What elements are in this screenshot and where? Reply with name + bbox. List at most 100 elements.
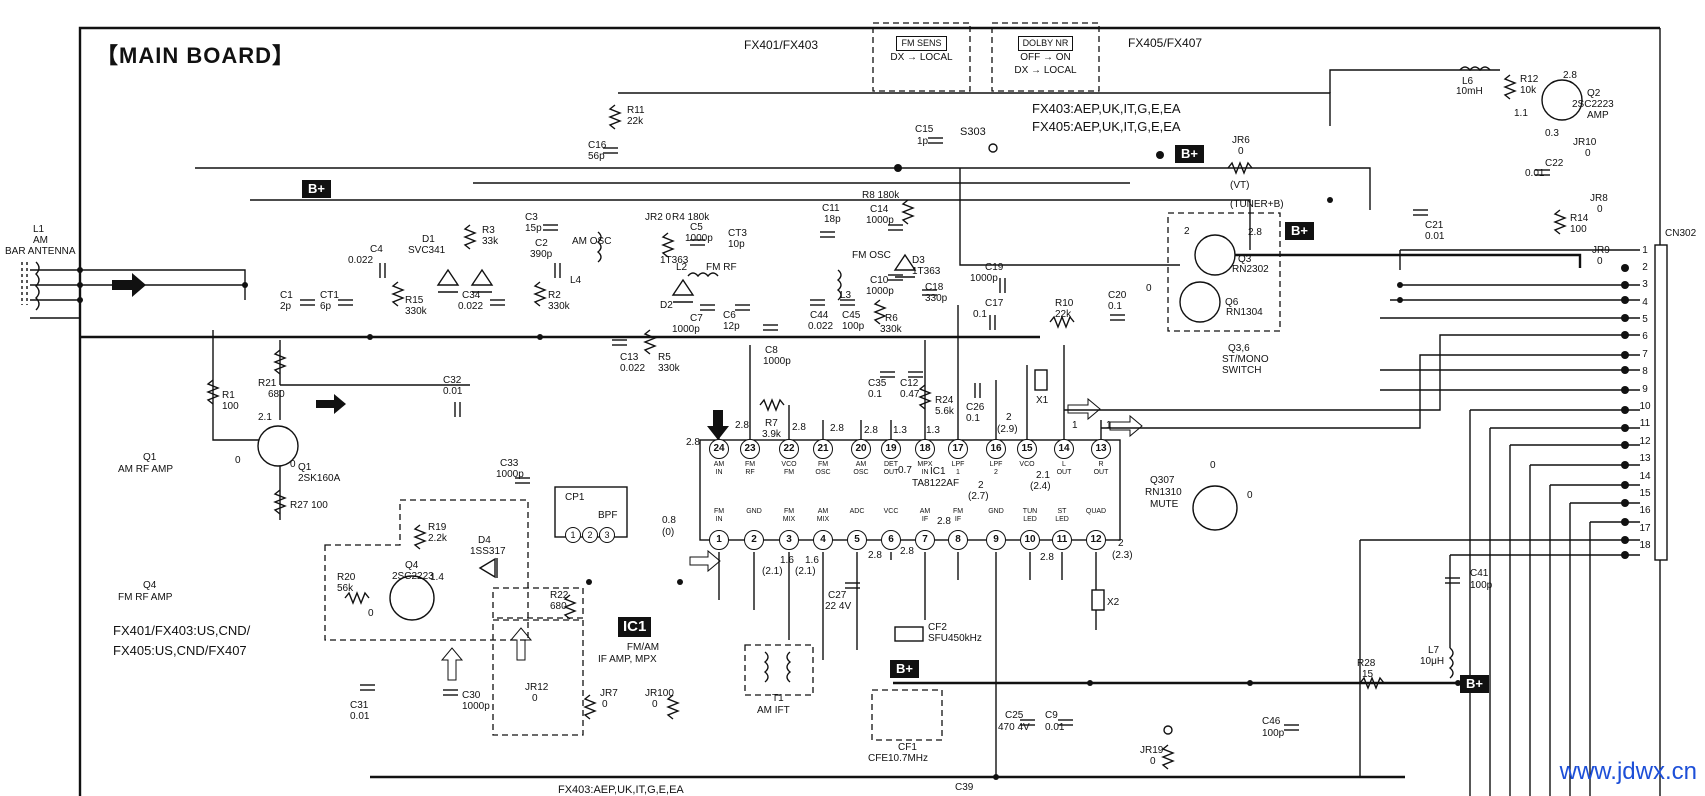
board-title: 【MAIN BOARD】: [96, 43, 295, 68]
jr2-label: JR2 0: [645, 212, 672, 223]
signal-arrow-q1: [316, 394, 346, 414]
cp1-pin-2: 2: [582, 527, 598, 543]
ic1-pin-24: 24: [709, 439, 729, 459]
resistor-r27: [273, 489, 287, 515]
voltage-pin3b: (2.1): [762, 566, 783, 577]
cn302-pin-8: 8: [1642, 366, 1648, 377]
wire-out-r: [1101, 354, 1640, 429]
r11-ref: R11: [627, 105, 645, 116]
wire-q1-drain: [279, 384, 470, 420]
c22-value: 0.01: [1525, 168, 1545, 179]
c25-ref: C25: [1005, 710, 1024, 721]
antenna-feed-1: [30, 269, 246, 300]
jr7-ref: JR7: [600, 688, 618, 699]
jr12-variant-region: [492, 619, 584, 736]
resistor-r8: [901, 199, 915, 225]
resistor-r4: [661, 232, 675, 258]
capacitor-c21: [1413, 209, 1428, 216]
cn302-label: CN302: [1665, 228, 1697, 239]
resistor-r28: [1359, 676, 1385, 690]
resistor-r22: [563, 594, 577, 620]
signal-arrow-out-l: [1067, 397, 1101, 421]
capacitor-c31: [360, 684, 375, 691]
fx405-regions: FX405:AEP,UK,IT,G,E,EA: [1032, 119, 1181, 134]
c15-value: 1p: [917, 136, 929, 147]
jr12-value: 0: [532, 693, 538, 704]
ic1-pin-20: 20: [851, 439, 871, 459]
d1-ref: D1: [422, 234, 435, 245]
cp1-pin-1: 1: [565, 527, 581, 543]
voltage-pin4: 1.6: [805, 555, 819, 566]
c13-value: 0.022: [620, 363, 646, 374]
antenna-coil: [35, 261, 40, 311]
transistor-q307-symbol: [1192, 485, 1238, 531]
r5-value: 330k: [658, 363, 680, 374]
am-ift-coil-1: [763, 651, 769, 683]
transistor-q2-symbol: [1541, 79, 1583, 121]
jr100-value: 0: [652, 699, 658, 710]
dolby-nr-line1: OFF → ON: [1020, 52, 1071, 63]
transistor-q4-symbol: [389, 575, 435, 621]
voltage-pin20: 2.8: [864, 425, 878, 436]
capacitor-c13: [612, 339, 627, 346]
capacitor-c7: [700, 304, 715, 311]
ic1-pin-23: 23: [740, 439, 760, 459]
c10-ref: C10: [870, 275, 889, 286]
watermark: www.jdwx.cn: [1559, 758, 1697, 785]
crystal-x2: [1091, 589, 1105, 611]
testpoint-s303: [988, 143, 998, 153]
voltage-pin18: 0.7: [898, 465, 912, 476]
r15-value: 330k: [405, 306, 427, 317]
capacitor-c1: [300, 299, 315, 306]
q1-name: Q1: [143, 452, 157, 463]
voltage-q3-base: 2: [1184, 226, 1190, 237]
l7-ref: L7: [1428, 645, 1440, 656]
transistor-q3-symbol: [1194, 234, 1236, 276]
r2-ref: R2: [548, 290, 561, 301]
q307-ref: Q307: [1150, 475, 1175, 486]
bplus-badge-2: B+: [1175, 145, 1204, 163]
fm-sens-label: FM SENS DX → LOCAL: [873, 36, 970, 64]
resistor-r10: [1049, 315, 1075, 329]
r1-ref: R1: [222, 390, 235, 401]
d3-ref: D3: [912, 255, 925, 266]
capacitor-c30: [443, 689, 458, 696]
q3-ref: Q3: [1238, 254, 1252, 265]
c34-value: 0.022: [458, 301, 484, 312]
fm-sens-box: [872, 22, 971, 92]
c19-value: 1000p: [970, 273, 998, 284]
x1-label: X1: [1036, 395, 1049, 406]
fm-sens-value: DX → LOCAL: [890, 52, 953, 63]
resistor-r1: [206, 379, 220, 405]
inductor-l3: [836, 269, 842, 301]
r27-label: R27 100: [290, 500, 328, 511]
fx403-regions: FX403:AEP,UK,IT,G,E,EA: [1032, 101, 1181, 116]
cn302-pin-18: 18: [1639, 540, 1651, 551]
capacitor-c20: [1110, 314, 1125, 321]
d4-ref: D4: [478, 535, 491, 546]
ic1-pin-10: 10: [1020, 530, 1040, 550]
voltage-q1-gate: 0: [235, 455, 241, 466]
r20-value: 56k: [337, 583, 354, 594]
c4-ref: C4: [370, 244, 383, 255]
junction-dots: [77, 151, 1461, 780]
c30-ref: C30: [462, 690, 481, 701]
ic1-pin-name-24: AM IN: [713, 461, 725, 476]
c16-value: 56p: [588, 151, 605, 162]
voltage-pin17: 2: [978, 480, 984, 491]
voltage-pin7: 2.8: [900, 546, 914, 557]
signal-arrow-fm-in: [689, 549, 721, 573]
q3-part: RN2302: [1232, 264, 1269, 275]
capacitor-c5: [690, 239, 705, 246]
wire-cn-bus-14: [1449, 554, 1640, 648]
wire-cn-bus-15: [1399, 249, 1640, 270]
bottom-regions: FX403:AEP,UK,IT,G,E,EA: [558, 784, 684, 796]
voltage-pin4b: (2.1): [795, 566, 816, 577]
voltage-pin1: 0.8: [662, 515, 676, 526]
ic1-pin-15: 15: [1017, 439, 1037, 459]
cn302-pin-5: 5: [1642, 314, 1648, 325]
resistor-r6: [873, 299, 887, 325]
c32-ref: C32: [443, 375, 462, 386]
c41-value: 100p: [1470, 580, 1493, 591]
